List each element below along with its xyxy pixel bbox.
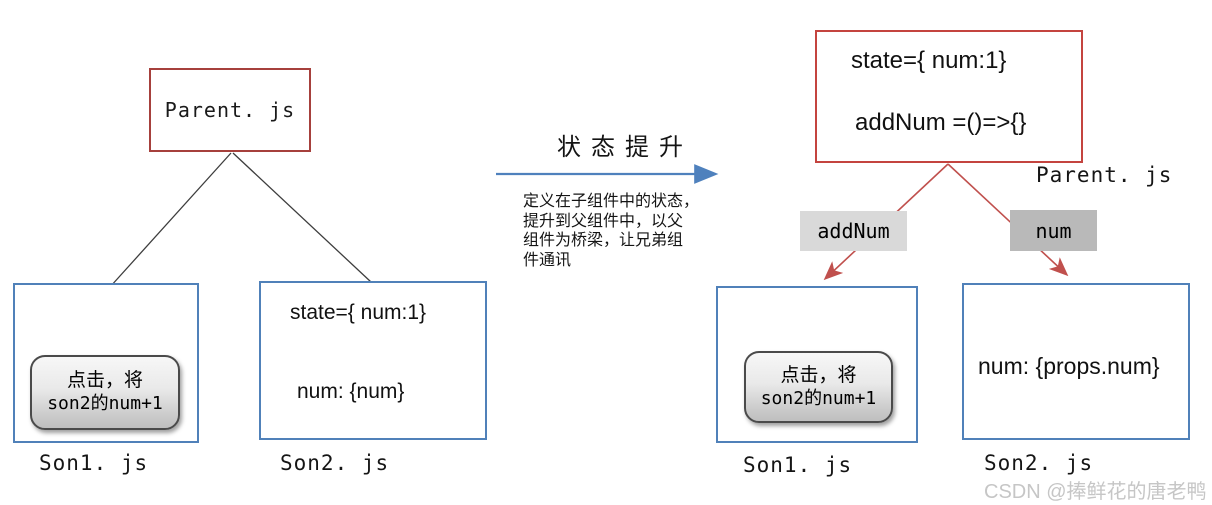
right-son2-box: num: {props.num} <box>962 283 1190 440</box>
right-tree-arrow-num <box>947 163 1069 277</box>
right-parent-addnum-code: addNum =()=>{} <box>855 109 1027 136</box>
left-son1-click-button: 点击，将 son2的num+1 <box>30 355 180 430</box>
csdn-watermark: CSDN @捧鲜花的唐老鸭 <box>984 481 1207 503</box>
transition-title: 状态提升 <box>557 134 693 161</box>
left-son2-state-code: state={ num:1} <box>290 301 427 324</box>
button-text-line1: 点击，将 <box>780 363 857 386</box>
left-parent-box: Parent. js <box>149 68 311 152</box>
right-parent-label: Parent. js <box>1036 163 1173 187</box>
edge-label-num: num <box>1010 210 1097 251</box>
left-son1-label: Son1. js <box>39 451 149 475</box>
right-son1-label: Son1. js <box>743 453 853 477</box>
button-text-line2: son2的num+1 <box>760 387 877 409</box>
right-parent-state-code: state={ num:1} <box>851 47 1007 74</box>
left-son2-label: Son2. js <box>280 451 390 475</box>
right-son1-box: 点击，将 son2的num+1 <box>716 286 918 443</box>
edge-label-addnum: addNum <box>800 211 907 251</box>
transition-description: 定义在子组件中的状态， 提升到父组件中，以父 组件为桥梁，让兄弟组 件通讯 <box>523 193 700 269</box>
right-son2-props-code: num: {props.num} <box>978 353 1160 379</box>
right-son2-label: Son2. js <box>984 451 1094 475</box>
left-son2-num-code: num: {num} <box>297 380 405 403</box>
left-son2-box: state={ num:1} num: {num} <box>259 281 487 440</box>
left-parent-box-label: Parent. js <box>164 98 296 122</box>
left-son1-box: 点击，将 son2的num+1 <box>13 283 199 443</box>
left-tree-edge-to-son1 <box>109 152 232 288</box>
left-tree-edge-to-son2 <box>232 152 372 283</box>
right-parent-box: state={ num:1} addNum =()=>{} <box>815 30 1083 163</box>
button-text-line1: 点击，将 <box>66 369 143 392</box>
button-text-line2: son2的num+1 <box>47 393 163 415</box>
right-son1-click-button: 点击，将 son2的num+1 <box>744 351 893 423</box>
